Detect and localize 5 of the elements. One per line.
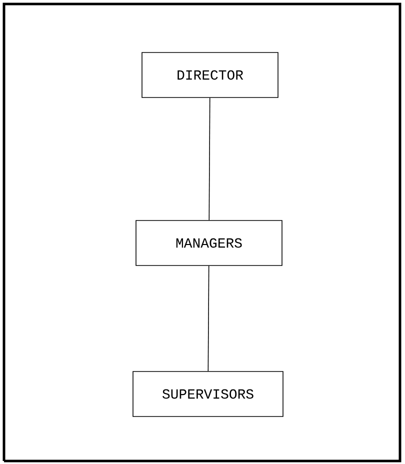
box: SUPERVISORS (132, 371, 284, 417)
connector-line (208, 266, 210, 372)
connector-line (208, 98, 210, 220)
box: DIRECTOR (142, 52, 278, 98)
box: MANAGERS (136, 220, 282, 266)
